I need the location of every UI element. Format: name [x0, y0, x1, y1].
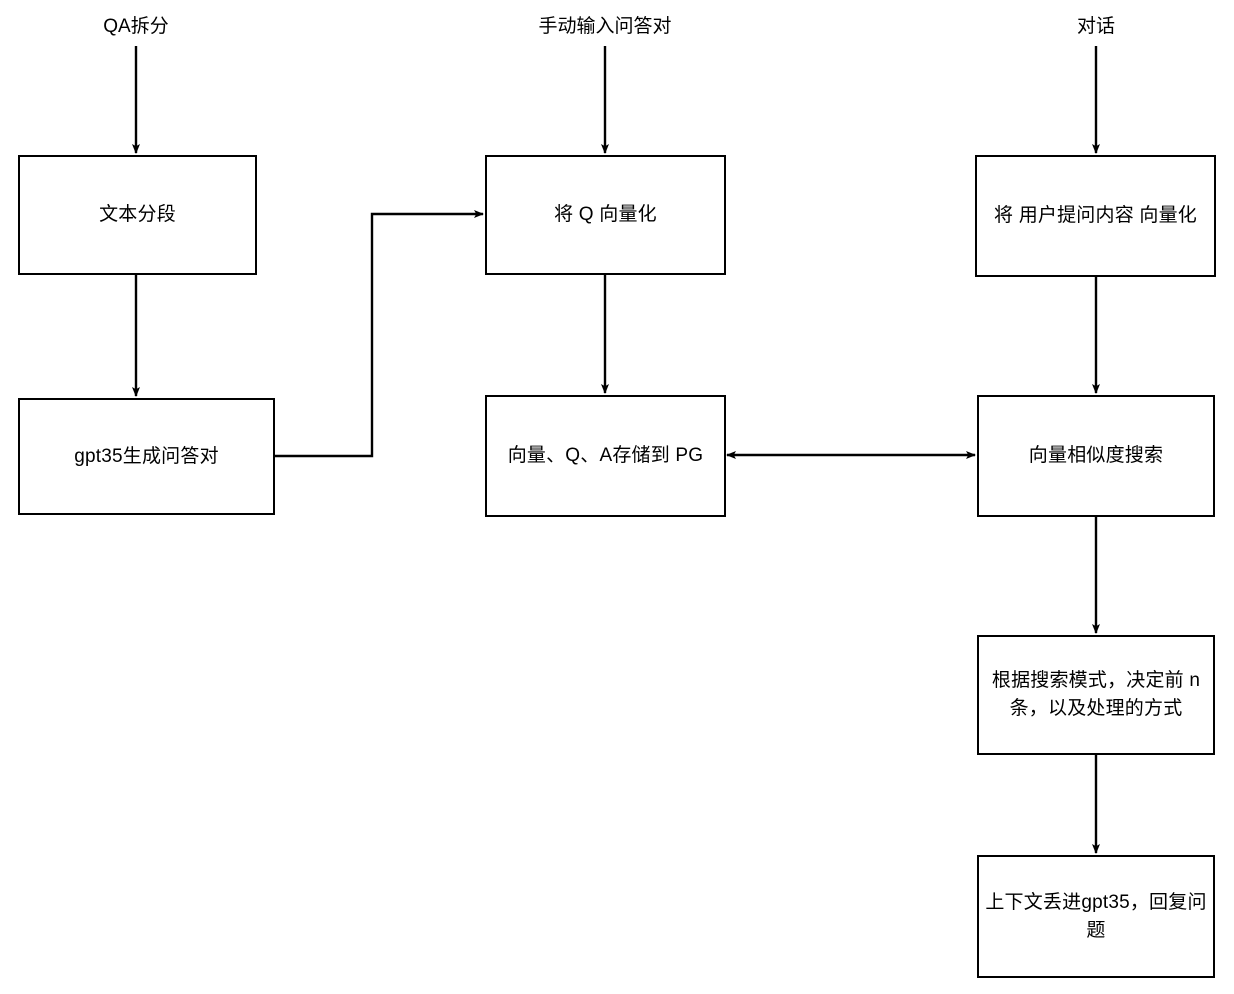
- node-search-mode-topn[interactable]: 根据搜索模式，决定前 n 条，以及处理的方式: [977, 635, 1215, 755]
- node-vectorize-user-question[interactable]: 将 用户提问内容 向量化: [975, 155, 1216, 277]
- node-vectorize-q-label: 将 Q 向量化: [554, 204, 657, 225]
- label-qa-split: QA拆分: [103, 16, 169, 37]
- node-context-to-gpt35[interactable]: 上下文丢进gpt35，回复问题: [977, 855, 1215, 978]
- node-store-pg-label: 向量、Q、A存储到 PG: [507, 445, 704, 466]
- node-vector-similarity-search-label: 向量相似度搜索: [1028, 445, 1164, 466]
- node-store-pg[interactable]: 向量、Q、A存储到 PG: [485, 395, 726, 517]
- label-dialogue: 对话: [1076, 16, 1116, 37]
- node-text-segment-label: 文本分段: [99, 204, 176, 225]
- node-gpt35-generate-qa-label: gpt35生成问答对: [74, 445, 219, 467]
- label-manual-input: 手动输入问答对: [538, 16, 672, 37]
- node-vectorize-user-question-label: 将 用户提问内容 向量化: [994, 205, 1197, 226]
- node-vector-similarity-search[interactable]: 向量相似度搜索: [977, 395, 1215, 517]
- node-context-to-gpt35-label: 上下文丢进gpt35，回复问题: [985, 891, 1207, 941]
- node-vectorize-q[interactable]: 将 Q 向量化: [485, 155, 726, 275]
- edge-gpt35-to-vectorize-q: [275, 210, 484, 458]
- node-gpt35-generate-qa[interactable]: gpt35生成问答对: [18, 398, 275, 515]
- node-search-mode-topn-label: 根据搜索模式，决定前 n 条，以及处理的方式: [991, 670, 1201, 719]
- node-text-segment[interactable]: 文本分段: [18, 155, 257, 275]
